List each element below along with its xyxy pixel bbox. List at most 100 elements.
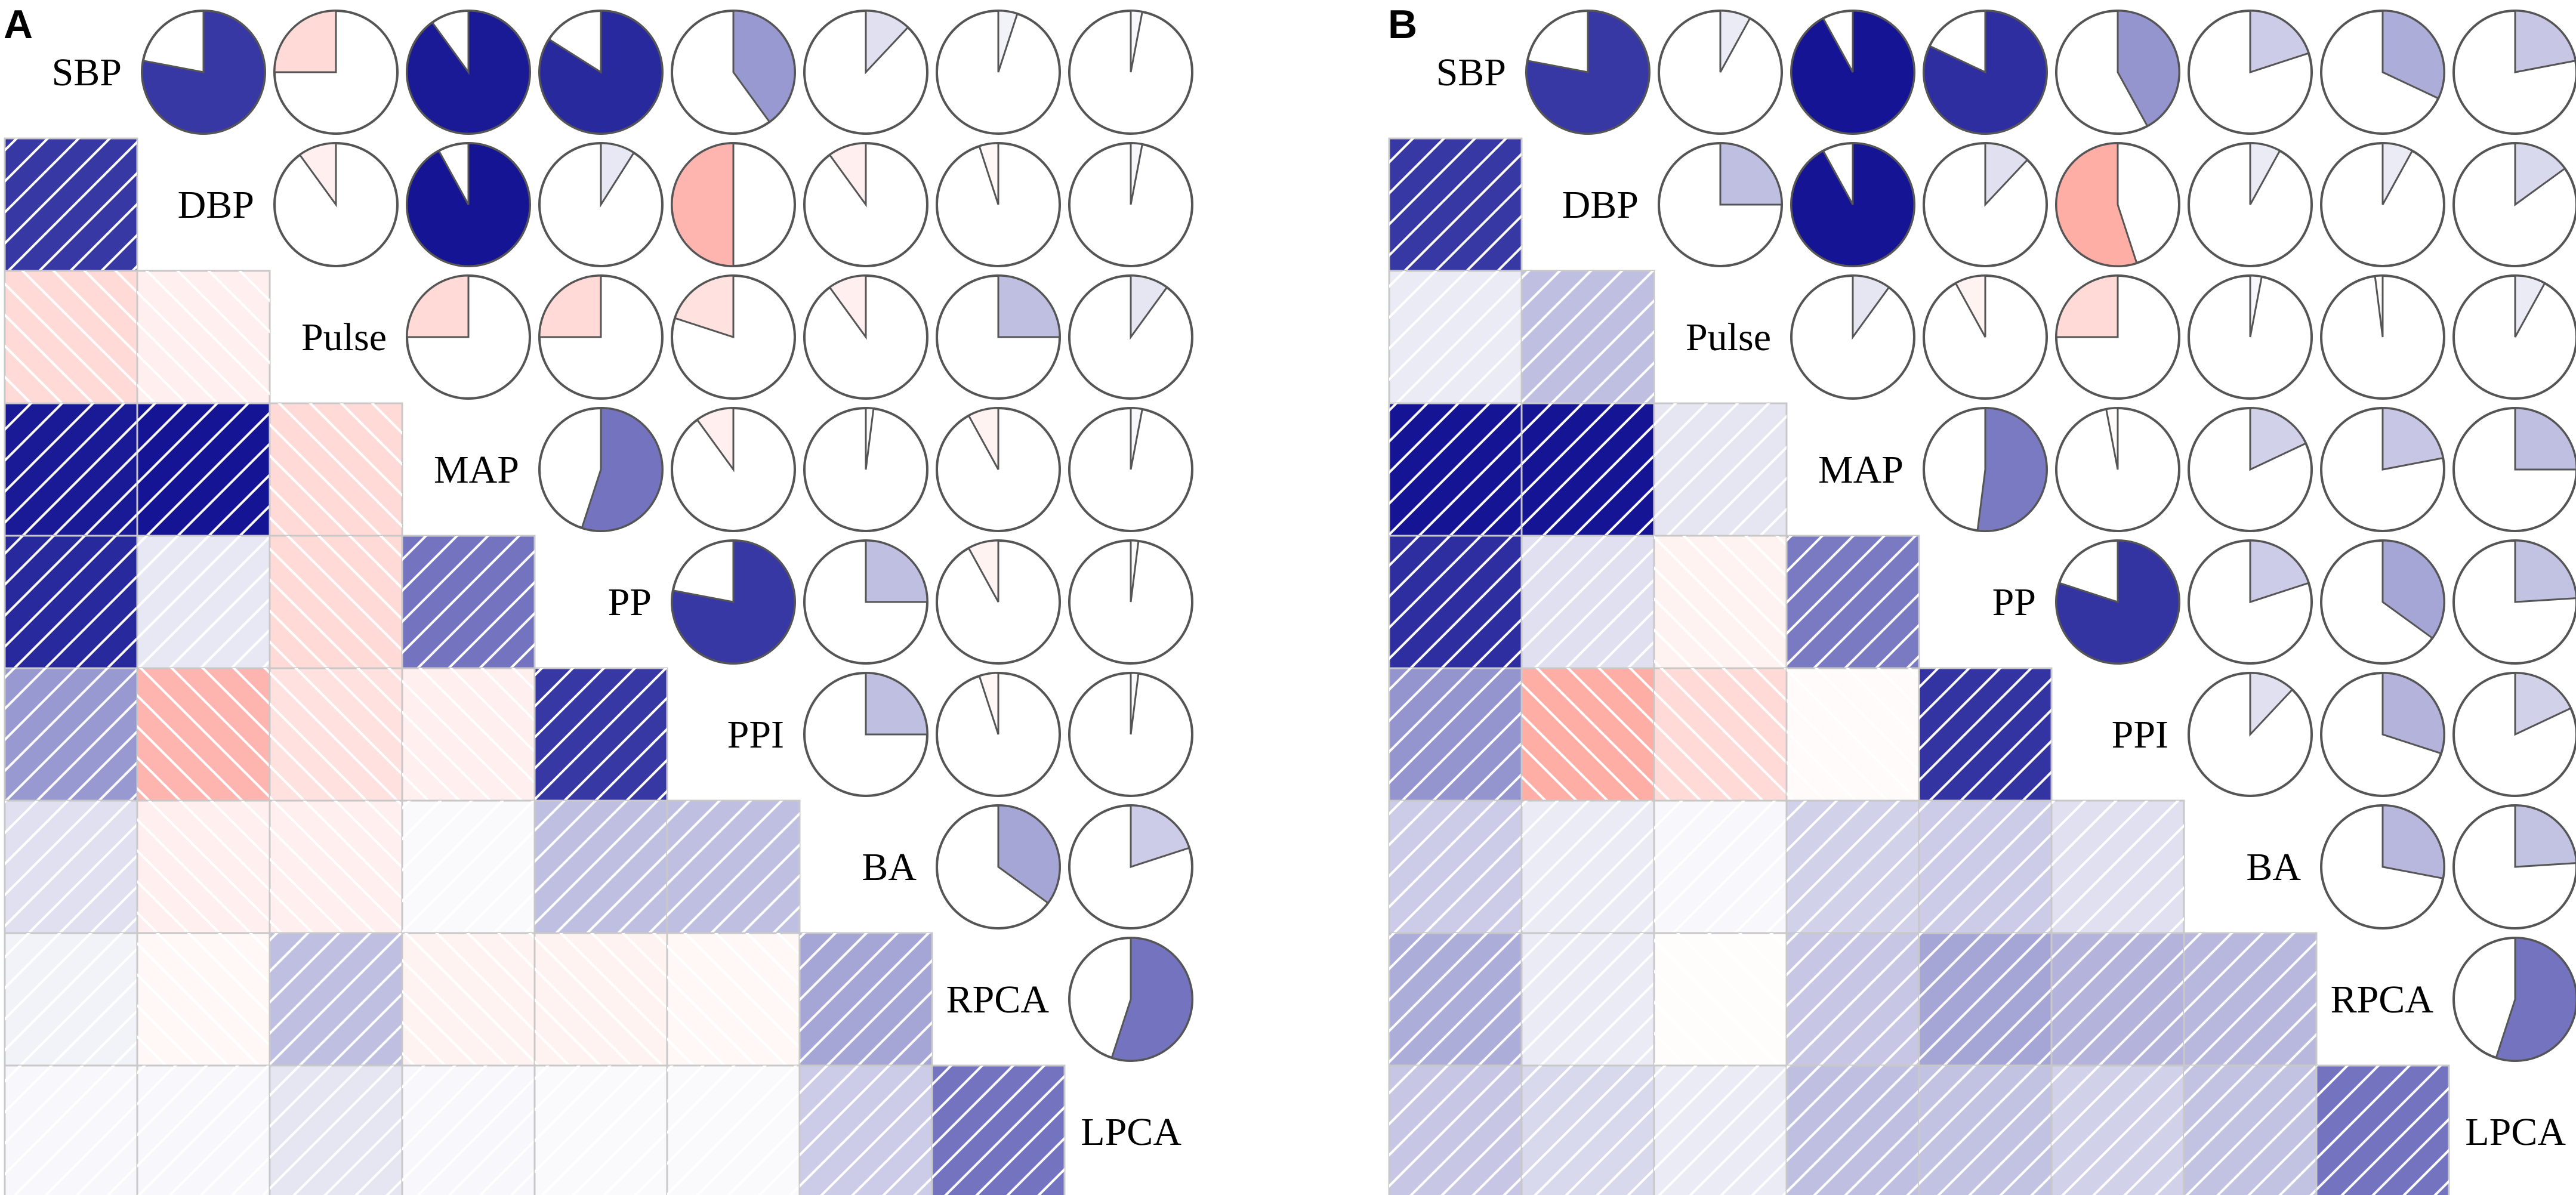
variable-label: MAP — [434, 448, 519, 492]
pie-slice — [406, 142, 531, 267]
shade-cell-hatch — [270, 403, 402, 536]
pie-slice — [406, 10, 531, 135]
shade-cell-hatch — [1389, 668, 1522, 801]
pie-slice — [2381, 142, 2414, 205]
shade-cell-hatch — [5, 271, 137, 403]
shade-cell-hatch — [137, 1066, 270, 1195]
pie-slice — [1719, 142, 1783, 206]
shade-cell-hatch — [1919, 668, 2051, 801]
shade-cell-hatch — [137, 536, 270, 668]
shade-cell-hatch — [1389, 801, 1522, 933]
shade-cell-hatch — [1522, 801, 1654, 933]
shade-cell-hatch — [270, 801, 402, 933]
pie-slice — [828, 274, 867, 340]
variable-label: DBP — [1562, 183, 1639, 227]
variable-label: SBP — [1436, 51, 1506, 94]
pie-slice — [997, 804, 1061, 904]
pie-slice — [581, 407, 664, 532]
pie-slice — [2117, 10, 2180, 128]
pie-slice — [1790, 10, 1915, 135]
pie-slice — [1852, 274, 1890, 340]
shade-cell-hatch — [1389, 403, 1522, 536]
shade-cell-hatch — [1522, 933, 1654, 1066]
shade-cell-hatch — [1522, 403, 1654, 536]
shade-cell-hatch — [1787, 1066, 1919, 1195]
pie-slice — [2105, 407, 2119, 470]
panel-letter: A — [4, 2, 33, 47]
pie-slice — [1976, 407, 2048, 532]
variable-label: DBP — [178, 183, 254, 227]
variable-label: PP — [608, 580, 652, 624]
shade-cell-hatch — [932, 1066, 1065, 1195]
shade-cell-hatch — [1522, 668, 1654, 801]
pie-slice — [865, 539, 928, 603]
shade-cell-hatch — [1654, 668, 1787, 801]
variable-label: MAP — [1818, 448, 1904, 492]
pie-slice — [2381, 10, 2445, 100]
variable-label: LPCA — [2465, 1110, 2566, 1154]
variable-label: SBP — [52, 51, 122, 94]
pie-slice — [2055, 274, 2119, 338]
shade-cell-hatch — [535, 1066, 667, 1195]
shade-cell-hatch — [2051, 801, 2184, 933]
pie-slice — [1130, 10, 1144, 73]
pie-slice — [1719, 10, 1751, 73]
pie-slice — [997, 274, 1061, 338]
shade-cell-hatch — [800, 1066, 932, 1195]
pie-slice — [2381, 539, 2445, 640]
shade-cell-hatch — [1389, 536, 1522, 668]
shade-cell-hatch — [1654, 536, 1787, 668]
shade-cell-hatch — [2316, 1066, 2449, 1195]
variable-label: Pulse — [1686, 316, 1771, 359]
shade-cell-hatch — [270, 1066, 402, 1195]
shade-cell-hatch — [535, 933, 667, 1066]
pie-slice — [967, 407, 999, 470]
variable-label: BA — [2246, 845, 2301, 889]
shade-cell-hatch — [1919, 933, 2051, 1066]
shade-cell-hatch — [1522, 271, 1654, 403]
shade-cell-hatch — [1787, 668, 1919, 801]
shade-cell-hatch — [667, 933, 800, 1066]
pie-slice — [2249, 10, 2310, 74]
pie-slice — [696, 407, 735, 473]
pie-slice — [2514, 142, 2566, 206]
variable-label: BA — [862, 845, 917, 889]
shade-cell-hatch — [667, 1066, 800, 1195]
pie-slice — [2249, 672, 2294, 737]
pie-slice — [828, 142, 867, 208]
pie-slice — [865, 10, 909, 75]
pie-slice — [2374, 274, 2384, 338]
pie-slice — [2514, 539, 2576, 603]
shade-cell-hatch — [5, 536, 137, 668]
shade-cell-hatch — [1389, 933, 1522, 1066]
shade-cell-hatch — [2051, 1066, 2184, 1195]
pie-slice — [2249, 274, 2263, 338]
shade-cell-hatch — [667, 801, 800, 933]
shade-cell-hatch — [137, 801, 270, 933]
pie-slice — [1130, 407, 1144, 470]
pie-slice — [1130, 672, 1140, 735]
shade-cell-hatch — [1389, 1066, 1522, 1195]
pie-slice — [2249, 539, 2310, 604]
pie-slice — [2381, 672, 2445, 755]
pie-slice — [2514, 274, 2546, 338]
shade-cell-hatch — [5, 1066, 137, 1195]
shade-cell-hatch — [5, 933, 137, 1066]
pie-slice — [538, 10, 664, 135]
shade-cell-hatch — [1522, 1066, 1654, 1195]
pie-slice — [2055, 539, 2180, 665]
shade-cell-hatch — [402, 536, 535, 668]
shade-cell-hatch — [1522, 536, 1654, 668]
pie-slice — [732, 10, 796, 123]
shade-cell-hatch — [137, 933, 270, 1066]
shade-cell-hatch — [5, 403, 137, 536]
shade-cell-hatch — [137, 403, 270, 536]
pie-slice — [600, 142, 635, 208]
shade-cell-hatch — [1919, 801, 2051, 933]
shade-cell-hatch — [535, 668, 667, 801]
pie-slice — [1923, 10, 2048, 135]
variable-label: RPCA — [2331, 978, 2434, 1021]
pie-slice — [865, 407, 875, 470]
